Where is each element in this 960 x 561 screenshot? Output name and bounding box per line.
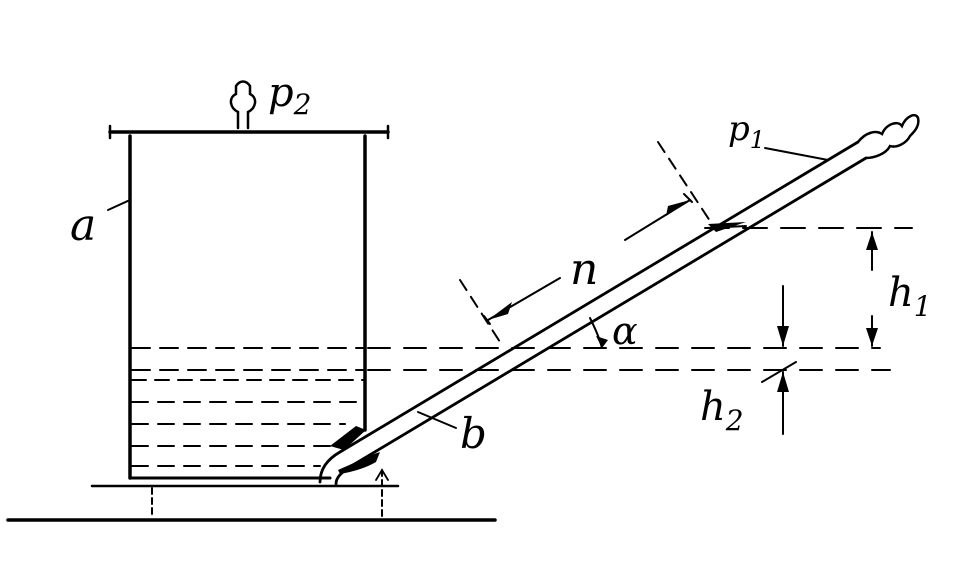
inclined-tube	[318, 114, 920, 486]
label-h2: h2	[700, 384, 744, 437]
label-alpha: α	[612, 309, 638, 353]
vessel	[107, 80, 390, 480]
label-h1: h1	[888, 270, 932, 323]
label-p2: p2	[268, 70, 311, 121]
base-floor	[6, 468, 497, 522]
p1-leader	[764, 147, 829, 161]
label-b: b	[460, 409, 487, 458]
b-leader	[417, 411, 457, 429]
label-p1: p1	[728, 109, 765, 154]
angle-alpha	[589, 317, 608, 349]
label-n: n	[570, 244, 598, 295]
level-lines	[367, 227, 913, 371]
label-a: a	[70, 200, 96, 251]
liquid-surface	[131, 347, 364, 467]
dimension-h	[761, 231, 878, 435]
dimension-n	[459, 141, 713, 343]
